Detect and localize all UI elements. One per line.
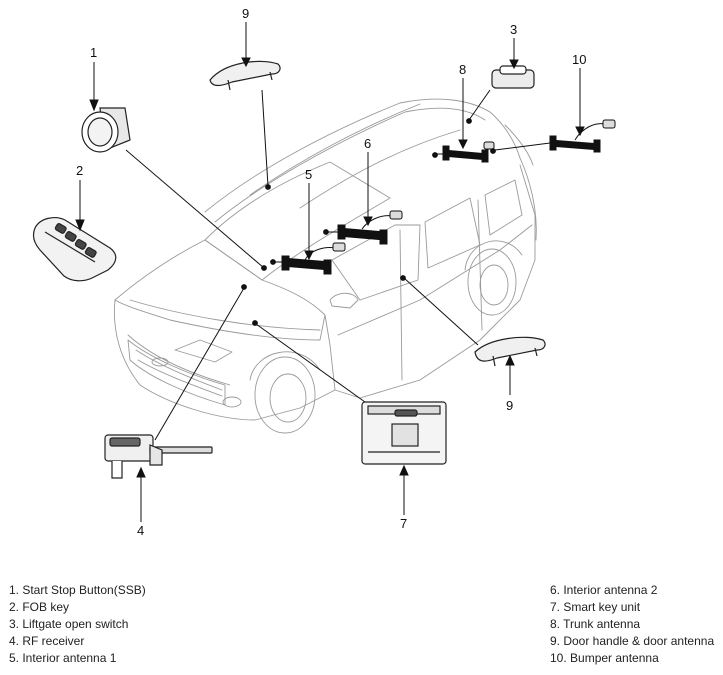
legend-item: 5. Interior antenna 1 xyxy=(9,651,117,665)
legend-right: 6. Interior antenna 2 7. Smart key unit … xyxy=(550,582,714,667)
door-handle-top-component xyxy=(209,60,281,91)
callout-9-side: 9 xyxy=(506,398,513,413)
callout-3: 3 xyxy=(510,22,517,37)
smart-key-unit-component xyxy=(361,401,447,465)
callout-7: 7 xyxy=(400,516,407,531)
legend-item: 7. Smart key unit xyxy=(550,600,641,614)
legend-item: 9. Door handle & door antenna xyxy=(550,634,715,648)
legend-item: 6. Interior antenna 2 xyxy=(550,583,658,597)
vehicle-outline xyxy=(113,98,537,434)
callout-5: 5 xyxy=(305,167,312,182)
trunk-antenna-component xyxy=(442,141,495,163)
legend-item: 4. RF receiver xyxy=(9,634,85,648)
legend-item: 8. Trunk antenna xyxy=(550,617,641,631)
legend-item: 2. FOB key xyxy=(9,600,70,614)
leader-lines xyxy=(75,22,585,522)
start-stop-button-component xyxy=(81,107,131,153)
callout-2: 2 xyxy=(76,163,83,178)
interior-antenna-2-component xyxy=(337,210,403,245)
bumper-antenna-component xyxy=(549,119,616,153)
legend-left: 1. Start Stop Button(SSB) 2. FOB key 3. … xyxy=(9,582,146,667)
callout-6: 6 xyxy=(364,136,371,151)
legend-item: 10. Bumper antenna xyxy=(550,651,659,665)
interior-antenna-1-component xyxy=(281,242,346,275)
door-handle-side-component xyxy=(474,336,546,367)
callout-8: 8 xyxy=(459,62,466,77)
smart-key-system-diagram: 1 2 3 4 5 6 7 8 9 9 10 xyxy=(32,6,616,538)
legend-item: 1. Start Stop Button(SSB) xyxy=(9,583,146,597)
fob-key-component xyxy=(32,217,117,282)
callout-9-top: 9 xyxy=(242,6,249,21)
callout-4: 4 xyxy=(137,523,144,538)
liftgate-switch-component xyxy=(491,65,535,89)
legend-item: 3. Liftgate open switch xyxy=(9,617,129,631)
rf-receiver-component xyxy=(104,434,213,479)
callout-1: 1 xyxy=(90,45,97,60)
callout-10: 10 xyxy=(572,52,586,67)
